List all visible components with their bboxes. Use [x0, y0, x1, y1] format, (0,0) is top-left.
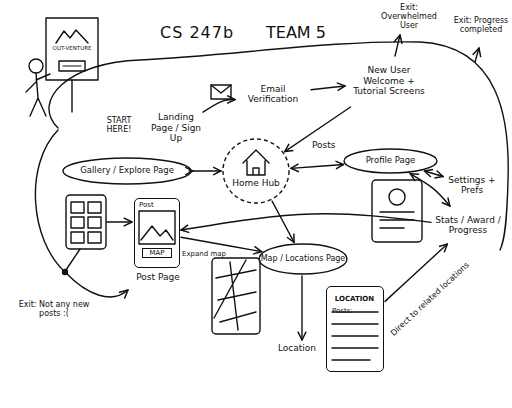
flow-arrow — [181, 237, 262, 251]
flow-arrow — [203, 100, 235, 113]
flow-step: Stats / Award / Progress — [432, 207, 504, 243]
flow-step: Settings + Prefs — [444, 172, 500, 198]
exit-arrow — [475, 48, 479, 62]
outline-ellipse — [63, 158, 191, 184]
exit-line — [66, 249, 80, 270]
edge-label: Expand map — [182, 250, 226, 258]
gallery-tile — [88, 217, 101, 228]
profile-phone — [372, 180, 422, 242]
node-text: Posts: — [332, 307, 353, 315]
map-phone — [212, 258, 260, 334]
map-roads — [214, 260, 256, 330]
node-text: LOCATION — [327, 295, 382, 303]
annotation: OUT-VENTURE — [48, 45, 96, 51]
profile-avatar — [389, 189, 405, 205]
sign-pole — [71, 80, 72, 112]
flow-arrow — [385, 244, 447, 301]
node-text: Stats / Award / Progress — [432, 215, 504, 236]
envelope-icon — [211, 85, 231, 99]
flow-step: Landing Page / Sign Up — [150, 110, 202, 146]
node-text: Post Page — [127, 272, 189, 282]
gallery-tile — [71, 232, 84, 243]
annotation: START HERE! — [98, 116, 140, 134]
outer-loop — [49, 42, 508, 250]
node-text: Post — [139, 201, 154, 209]
envelope-flap — [211, 85, 231, 93]
node-text: New User Welcome + Tutorial Screens — [346, 65, 432, 96]
sign-board — [46, 18, 98, 80]
node-text: Gallery / Explore Page — [80, 166, 174, 176]
node-text: Profile Page — [366, 156, 416, 166]
house-icon — [243, 150, 269, 175]
profile-lines — [380, 212, 414, 228]
node-text: Email Verification — [236, 84, 310, 105]
flow-step: New User Welcome + Tutorial Screens — [346, 56, 432, 106]
annotation: Exit: Not any new posts :( — [14, 300, 94, 318]
flow-arrow — [424, 171, 443, 176]
flow-arrow — [189, 170, 221, 171]
page-oval: Map / Locations Page — [258, 243, 348, 275]
person-head — [29, 59, 43, 73]
flow-arrow — [285, 107, 351, 152]
node-text: Landing Page / Sign Up — [150, 112, 202, 143]
node-text: Home Hub — [222, 178, 290, 188]
flow-arrow — [311, 86, 345, 90]
gallery-tile — [71, 217, 84, 228]
flow-step: Email Verification — [236, 82, 310, 106]
outline-ellipse — [259, 244, 347, 274]
circle-outline — [222, 138, 290, 204]
gallery-tile — [88, 232, 101, 243]
flow-arrow — [181, 214, 431, 230]
gallery-phone — [66, 195, 106, 249]
annotation: Location — [278, 343, 326, 353]
hub-circle: Home Hub — [222, 138, 290, 204]
phone-screen: PostMAPPost Page — [134, 198, 180, 268]
sign-button — [59, 61, 85, 71]
phone-screen: LOCATION Posts: — [326, 286, 384, 372]
flow-arrow — [272, 201, 294, 242]
node-text: Settings + Prefs — [444, 175, 500, 196]
gallery-tile — [88, 202, 101, 213]
button-scribble — [63, 66, 81, 67]
annotation: Exit: Overwhelmed User — [376, 3, 442, 31]
node-text: MAP — [142, 248, 172, 258]
edge-label: Direct to related locations — [388, 260, 470, 338]
gallery-to-post-arrow — [107, 221, 132, 222]
person-body — [26, 73, 50, 116]
annotation: Exit: Progress completed — [452, 16, 510, 34]
location-post-lines — [332, 312, 378, 360]
location-arrow — [301, 276, 302, 340]
post-picture — [139, 211, 175, 244]
page-oval: Gallery / Explore Page — [62, 157, 192, 185]
left-loop — [35, 130, 128, 297]
outline-ellipse — [223, 139, 289, 203]
node-text: Map / Locations Page — [261, 254, 346, 263]
diagram-title: CS 247b — [160, 24, 234, 42]
mountain-logo — [56, 30, 88, 43]
exit-arrow — [395, 35, 400, 56]
exit-dot — [63, 270, 68, 275]
flow-arrow — [291, 164, 344, 168]
flow-arrow — [410, 174, 450, 206]
outline-ellipse — [344, 149, 437, 173]
gallery-tile — [71, 202, 84, 213]
page-oval: Profile Page — [343, 148, 438, 174]
post-picture-mountains — [141, 226, 173, 240]
annotation: TEAM 5 — [266, 24, 346, 42]
annotation: Posts — [312, 140, 346, 150]
